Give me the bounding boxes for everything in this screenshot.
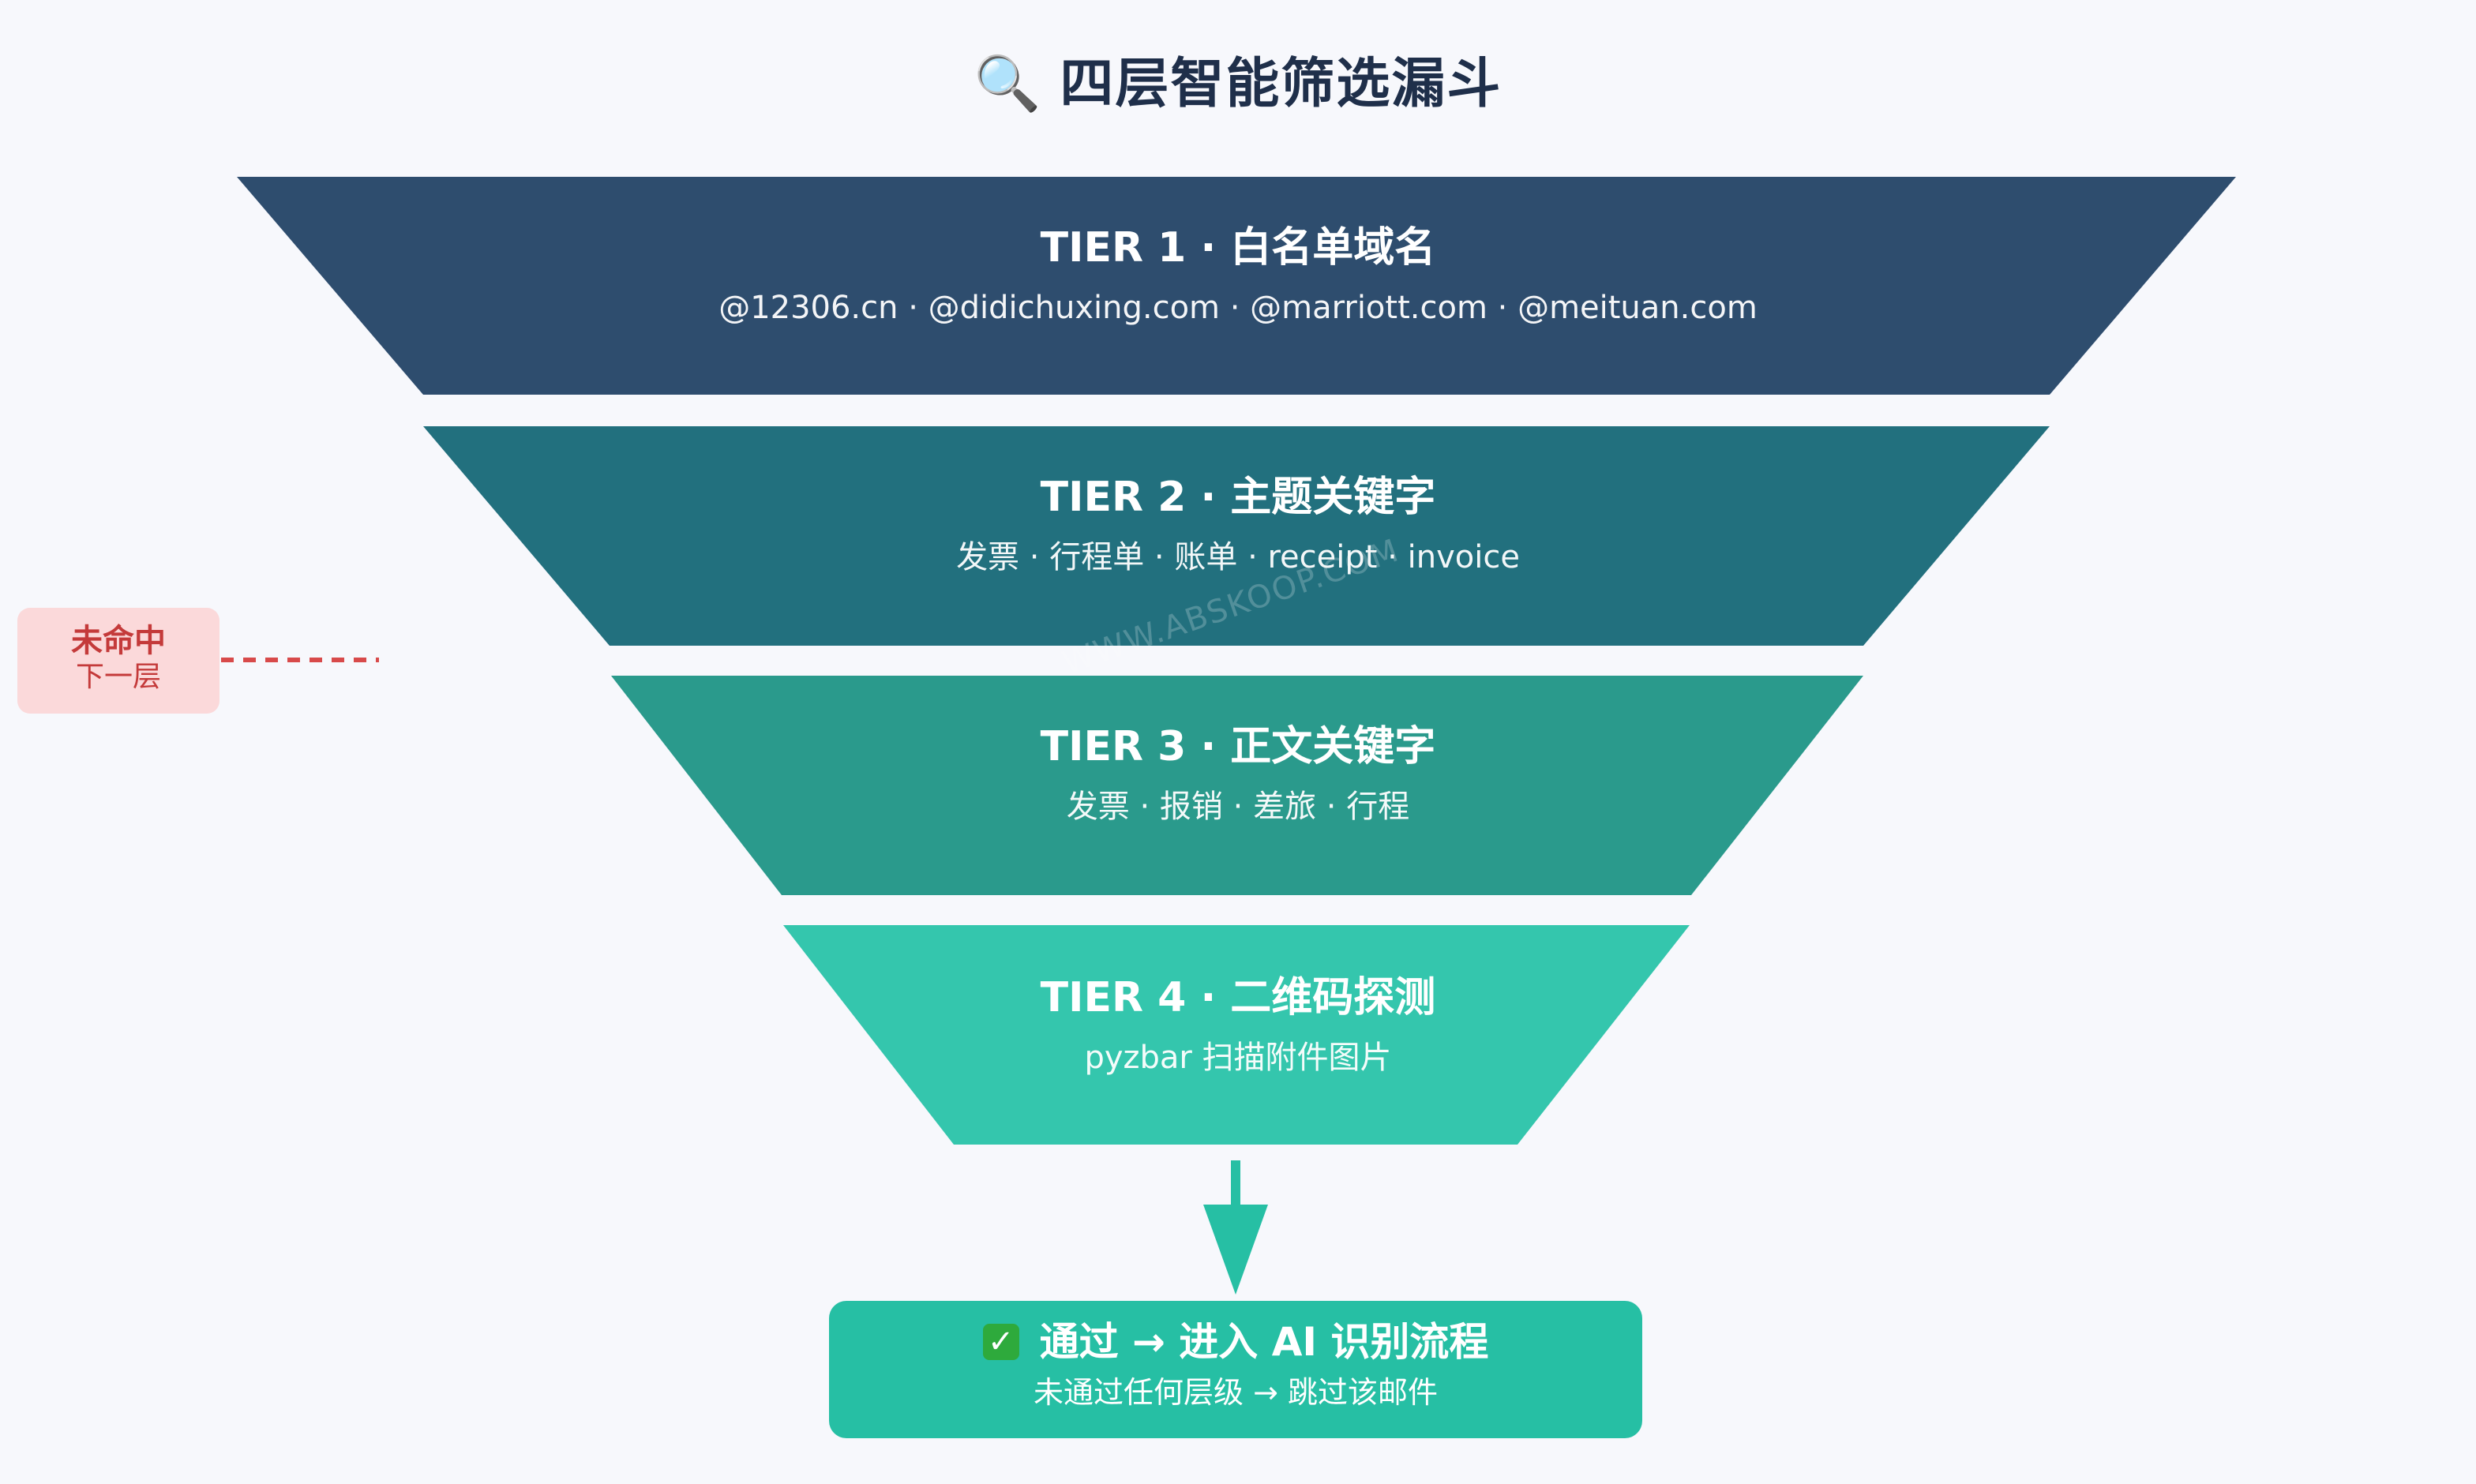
result-title-row: ✓ 通过 → 进入 AI 识别流程: [829, 1317, 1642, 1367]
tier-2-shape: [423, 426, 2050, 646]
result-box: ✓ 通过 → 进入 AI 识别流程 未通过任何层级 → 跳过该邮件: [829, 1301, 1642, 1438]
tier-4-title: TIER 4 · 二维码探测: [1040, 974, 1436, 1021]
magnifier-icon: 🔍: [974, 53, 1043, 115]
tier-1-subtitle: @12306.cn · @didichuxing.com · @marriott…: [718, 290, 1758, 326]
check-icon: ✓: [982, 1324, 1019, 1360]
tier-1-text: TIER 1 · 白名单域名 @12306.cn · @didichuxing.…: [0, 223, 2476, 328]
result-title: 通过 → 进入 AI 识别流程: [1039, 1319, 1489, 1365]
tier-4-text: TIER 4 · 二维码探测 pyzbar 扫描附件图片: [0, 972, 2476, 1078]
page-title: 🔍 四层智能筛选漏斗: [0, 39, 2476, 118]
down-arrow: [1203, 1160, 1268, 1295]
tier-3-shape: [611, 676, 1863, 895]
result-subtitle: 未通过任何层级 → 跳过该邮件: [1034, 1375, 1438, 1410]
tier-1-shape: [237, 177, 2236, 395]
tier-2-subtitle: 发票 · 行程单 · 账单 · receipt · invoice: [956, 539, 1520, 575]
tier-4-shape: [783, 925, 1690, 1145]
tier-2-title: TIER 2 · 主题关键字: [1040, 474, 1436, 521]
miss-title: 未命中: [71, 623, 166, 659]
tier-2-text: TIER 2 · 主题关键字 发票 · 行程单 · 账单 · receipt ·…: [0, 472, 2476, 578]
miss-label-box: 未命中 下一层: [17, 608, 219, 714]
title-text: 四层智能筛选漏斗: [1060, 53, 1502, 115]
tier-4-subtitle: pyzbar 扫描附件图片: [1084, 1040, 1392, 1076]
tier-3-text: TIER 3 · 正文关键字 发票 · 报销 · 差旅 · 行程: [0, 721, 2476, 827]
tier-3-subtitle: 发票 · 报销 · 差旅 · 行程: [1066, 789, 1410, 825]
tier-3-title: TIER 3 · 正文关键字: [1040, 723, 1436, 770]
tier-1-title: TIER 1 · 白名单域名: [1040, 224, 1436, 272]
miss-subtitle: 下一层: [75, 661, 161, 693]
